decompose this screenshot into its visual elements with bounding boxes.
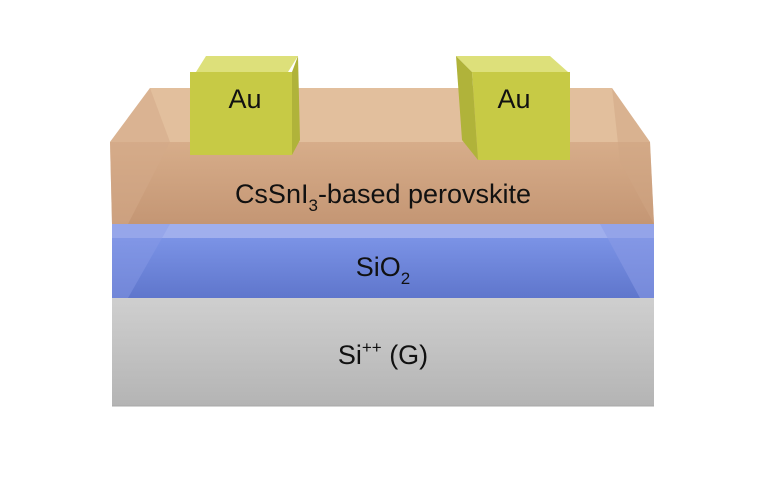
left-electrode-top-face bbox=[196, 56, 298, 72]
perovskite-label: CsSnI3-based perovskite bbox=[235, 179, 531, 215]
oxide-left-facet bbox=[112, 224, 170, 298]
left-electrode-front-face bbox=[190, 72, 292, 155]
perovskite-front-face bbox=[110, 142, 654, 224]
left-electrode-right-side bbox=[292, 56, 300, 155]
substrate-front-face bbox=[112, 298, 654, 406]
right-au-electrode: Au bbox=[456, 56, 570, 160]
oxide-front-face bbox=[112, 238, 654, 298]
left-electrode-label: Au bbox=[228, 84, 261, 114]
substrate-layer: Si++ (G) bbox=[112, 292, 654, 407]
right-electrode-label: Au bbox=[497, 84, 530, 114]
oxide-top-face bbox=[112, 224, 654, 238]
right-electrode-front-face bbox=[472, 72, 570, 160]
right-electrode-top-face bbox=[456, 56, 568, 72]
left-au-electrode: Au bbox=[190, 56, 300, 155]
oxide-layer: SiO2 bbox=[112, 224, 654, 298]
oxide-label: SiO2 bbox=[356, 252, 410, 288]
substrate-label: Si++ (G) bbox=[338, 338, 428, 370]
oxide-right-facet bbox=[600, 224, 654, 298]
right-electrode-left-side bbox=[456, 56, 478, 160]
perovskite-left-facet bbox=[110, 88, 170, 224]
perovskite-right-facet bbox=[612, 88, 654, 224]
